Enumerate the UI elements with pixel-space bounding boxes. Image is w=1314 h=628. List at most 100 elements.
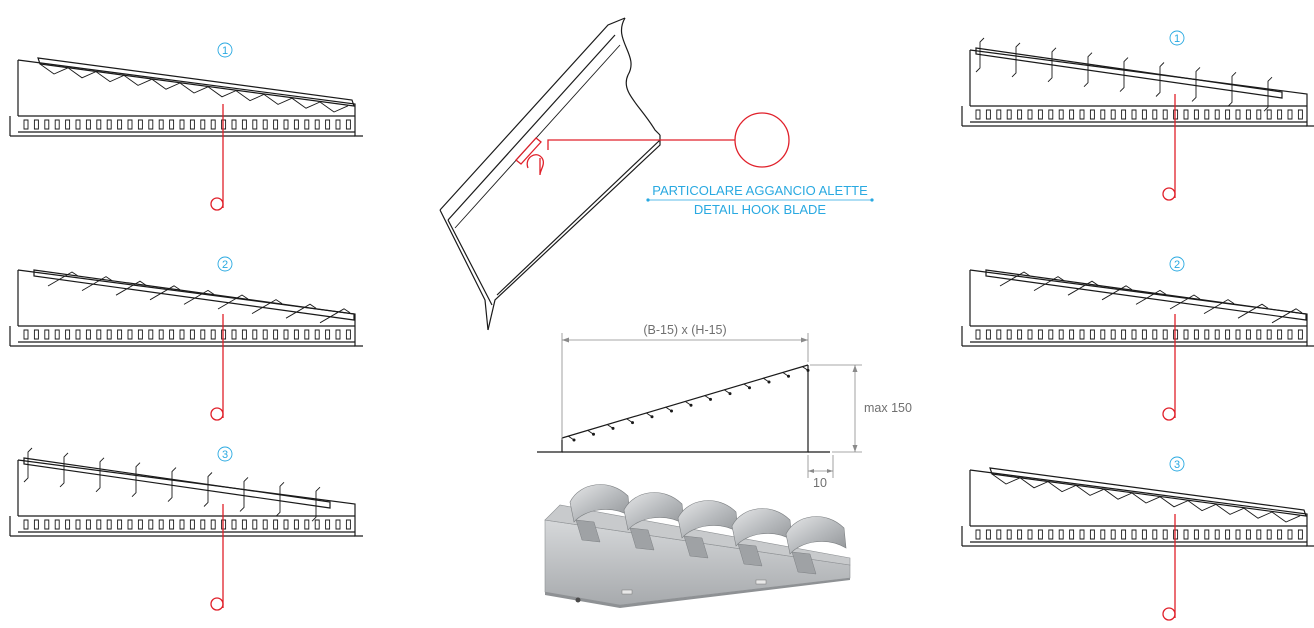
blade-vertical <box>95 457 105 493</box>
blade-hook <box>1135 289 1167 305</box>
detail-label-it: PARTICOLARE AGGANCIO ALETTE <box>652 183 868 198</box>
width-dimension-label: (B-15) x (H-15) <box>643 323 726 337</box>
detail-callout-circle <box>734 112 790 168</box>
photo-blade-bracket <box>683 535 709 559</box>
grille-teeth <box>23 519 351 530</box>
blade-hook <box>1237 303 1269 319</box>
frame-rails <box>970 525 1307 547</box>
blade-vertical <box>239 477 249 512</box>
blade-vertical <box>275 481 285 517</box>
frame-rails <box>970 105 1307 127</box>
frame-left-edge <box>9 270 19 347</box>
panel-number-badge: 3 <box>217 446 233 462</box>
section-blade-dot <box>806 368 810 372</box>
section-blade-dot <box>728 392 732 396</box>
detail-label-en: DETAIL HOOK BLADE <box>694 202 827 217</box>
blade-hook <box>1271 308 1303 324</box>
frame-top-slope <box>969 469 1314 547</box>
blade-bar <box>33 269 355 321</box>
panel-number-badge: 2 <box>217 256 233 272</box>
height-dimension-label: max 150 <box>864 401 912 415</box>
panel-right-3: 3 <box>961 456 1314 621</box>
blade-hook <box>217 294 249 310</box>
section-blade-dot <box>709 397 712 401</box>
blade-vertical <box>131 462 141 498</box>
section-blade-dot <box>689 403 693 407</box>
blade-vertical <box>59 452 69 488</box>
blade-hook <box>319 308 351 324</box>
offset-dimension-label: 10 <box>813 476 827 490</box>
section-blade-dot <box>631 421 634 425</box>
blade-hook <box>1169 294 1201 310</box>
frame-rails <box>18 515 355 537</box>
blade-hook <box>999 271 1031 287</box>
blade-vertical <box>1011 42 1021 78</box>
blade-vertical <box>1119 57 1129 92</box>
blade-hook <box>251 299 283 314</box>
blade-hook <box>1101 285 1133 301</box>
blade-zigzag <box>991 473 1301 523</box>
blade-vertical <box>203 472 213 507</box>
blade-vertical <box>1227 71 1237 107</box>
panel-number: 1 <box>222 45 228 57</box>
grille-teeth <box>975 529 1303 540</box>
frame-left-edge <box>961 470 971 547</box>
frame-left-edge <box>961 270 971 347</box>
frame-top-slope <box>969 269 1314 347</box>
blade-bar <box>975 47 1283 99</box>
panel-number: 2 <box>222 259 228 271</box>
blade-hook <box>1033 276 1065 291</box>
leader-end-circle <box>1162 407 1176 421</box>
leader-end-circle <box>210 197 224 211</box>
panel-number: 2 <box>1174 259 1180 271</box>
section-blade-dot <box>748 386 751 390</box>
photo-blade-bracket <box>737 543 763 567</box>
blade-hook <box>1067 280 1099 296</box>
frame-top-slope <box>969 49 1314 127</box>
photo-blade <box>731 508 793 547</box>
blade-hook <box>1203 299 1235 314</box>
panel-number: 3 <box>222 449 228 461</box>
leader-end-circle <box>1162 187 1176 201</box>
frame-top-slope <box>17 59 363 137</box>
leader-end-circle <box>210 597 224 611</box>
panel-left-3: 3 <box>9 446 363 611</box>
photo-blade-bracket <box>575 519 601 543</box>
frame-top-slope <box>17 269 363 347</box>
blade-bar <box>23 457 331 509</box>
section-blade-dot <box>670 409 673 413</box>
blade-vertical <box>1155 62 1165 97</box>
leader-end-circle <box>1162 607 1176 621</box>
panel-number-badge: 2 <box>1169 256 1185 272</box>
frame-left-edge <box>9 460 19 537</box>
blade-zigzag <box>39 63 349 113</box>
blade-bar <box>989 467 1307 517</box>
blade-vertical <box>975 37 985 73</box>
blade-hook <box>285 303 317 319</box>
grille-teeth <box>975 329 1303 340</box>
blade-vertical <box>1191 67 1201 102</box>
blade-hook <box>81 276 113 291</box>
section-blade-dot <box>767 380 771 384</box>
section-blade-dot <box>787 374 790 378</box>
frame-left-edge <box>9 60 19 137</box>
blade-hook <box>47 271 79 287</box>
blade-bar <box>37 57 355 107</box>
panel-number: 1 <box>1174 33 1180 45</box>
panel-right-1: 1 <box>961 30 1314 201</box>
blade-vertical <box>167 467 177 502</box>
hook-blade-detail: PARTICOLARE AGGANCIO ALETTE DETAIL HOOK … <box>439 17 874 331</box>
section-blade-dot <box>572 438 576 442</box>
section-blade-dot <box>611 426 615 430</box>
panel-number-badge: 3 <box>1169 456 1185 472</box>
panel-number: 3 <box>1174 459 1180 471</box>
panel-left-2: 2 <box>9 256 363 421</box>
blade-vertical <box>1047 47 1057 83</box>
blade-hook <box>183 289 215 305</box>
blade-outline <box>439 17 626 211</box>
blade-hook <box>149 285 181 301</box>
photo-blade-bracket <box>791 551 817 575</box>
product-photo <box>544 484 851 608</box>
photo-blade-bracket <box>629 527 655 551</box>
panel-right-2: 2 <box>961 256 1314 421</box>
